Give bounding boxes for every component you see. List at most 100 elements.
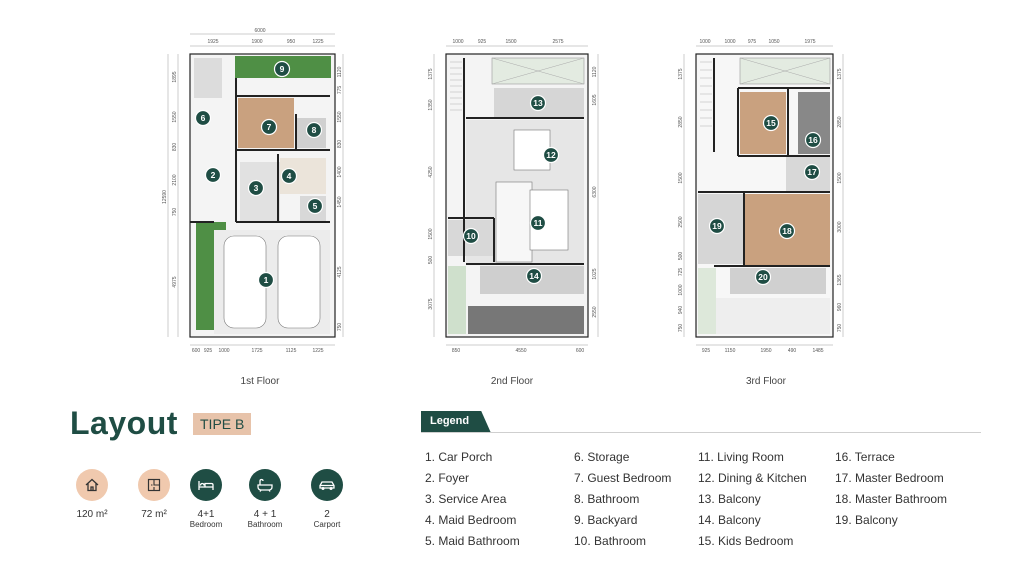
svg-text:1125: 1125	[286, 348, 297, 354]
legend-column-3: 11. Living Room 12. Dining & Kitchen 13.…	[698, 450, 807, 555]
legend-item: 8. Bathroom	[574, 492, 640, 506]
dim-top-total: 6000	[254, 28, 265, 34]
svg-text:750: 750	[172, 208, 178, 217]
svg-text:4550: 4550	[515, 348, 526, 354]
legend-column-4: 16. Terrace 17. Master Bedroom 18. Maste…	[835, 450, 947, 534]
room-marker-14: 14	[525, 267, 543, 285]
svg-text:6300: 6300	[592, 186, 598, 197]
svg-text:1975: 1975	[804, 39, 815, 45]
legend-title: Legend	[421, 411, 491, 433]
svg-text:14: 14	[529, 271, 539, 281]
svg-text:1500: 1500	[428, 228, 434, 239]
room-marker-4: 4	[280, 167, 298, 185]
legend-item: 10. Bathroom	[574, 534, 647, 548]
svg-text:1900: 1900	[251, 39, 262, 45]
layout-title: Layout	[70, 405, 178, 441]
legend-item: 18. Master Bathroom	[835, 492, 948, 506]
svg-text:1365: 1365	[837, 274, 843, 285]
svg-text:925: 925	[478, 39, 487, 45]
svg-text:925: 925	[204, 348, 213, 354]
stat-caption: Carport	[313, 520, 341, 529]
svg-text:1450: 1450	[337, 196, 343, 207]
room-marker-2: 2	[204, 166, 222, 184]
svg-text:1605: 1605	[592, 94, 598, 105]
svg-text:2850: 2850	[837, 116, 843, 127]
svg-text:830: 830	[337, 140, 343, 149]
floor-plan-1: 6000 1925 1900 950 1225 600 925 1000 172…	[160, 22, 360, 362]
room-marker-13: 13	[529, 94, 547, 112]
svg-text:1400: 1400	[337, 166, 343, 177]
svg-text:1895: 1895	[172, 71, 178, 82]
svg-text:1500: 1500	[505, 39, 516, 45]
svg-text:1: 1	[264, 275, 269, 285]
floor-label-2nd: 2nd Floor	[490, 376, 534, 387]
stat-value: 72 m²	[141, 509, 167, 520]
legend-item: 2. Foyer	[425, 471, 470, 485]
stat-caption: Bathroom	[247, 520, 283, 529]
stat-land-area: 120 m²	[62, 469, 122, 520]
svg-text:9: 9	[280, 64, 285, 74]
svg-text:4975: 4975	[172, 276, 178, 287]
bathtub-icon	[249, 469, 281, 501]
stat-value: 4 + 1	[253, 509, 277, 520]
svg-text:1000: 1000	[699, 39, 710, 45]
svg-text:1485: 1485	[812, 348, 823, 354]
svg-text:7: 7	[267, 122, 272, 132]
room-marker-6: 6	[194, 109, 212, 127]
svg-text:1375: 1375	[837, 68, 843, 79]
room-marker-15: 15	[762, 114, 780, 132]
floor-label-3rd: 3rd Floor	[745, 376, 786, 387]
room-marker-7: 7	[260, 118, 278, 136]
svg-text:725: 725	[678, 268, 684, 277]
svg-text:1000: 1000	[678, 284, 684, 295]
svg-text:10: 10	[466, 231, 476, 241]
stat-carport: 2 Carport	[297, 469, 357, 529]
svg-text:2550: 2550	[592, 306, 598, 317]
room-marker-10: 10	[462, 227, 480, 245]
svg-text:1725: 1725	[251, 348, 262, 354]
svg-text:2575: 2575	[552, 39, 563, 45]
svg-text:6: 6	[201, 113, 206, 123]
svg-text:1120: 1120	[337, 66, 343, 77]
svg-text:1225: 1225	[312, 39, 323, 45]
room-marker-9: 9	[273, 60, 291, 78]
legend-item: 12. Dining & Kitchen	[698, 471, 807, 485]
svg-text:1925: 1925	[207, 39, 218, 45]
svg-text:2500: 2500	[678, 216, 684, 227]
svg-text:500: 500	[678, 252, 684, 261]
svg-text:975: 975	[748, 39, 757, 45]
svg-text:12: 12	[546, 150, 556, 160]
svg-text:960: 960	[837, 303, 843, 312]
legend-item: 16. Terrace	[835, 450, 895, 464]
svg-text:1350: 1350	[428, 99, 434, 110]
legend-item: 7. Guest Bedroom	[574, 471, 672, 485]
svg-text:20: 20	[758, 272, 768, 282]
svg-text:830: 830	[172, 143, 178, 152]
svg-text:1375: 1375	[428, 68, 434, 79]
room-marker-18: 18	[778, 222, 796, 240]
room-marker-8: 8	[305, 121, 323, 139]
svg-text:1120: 1120	[592, 66, 598, 77]
legend-item: 9. Backyard	[574, 513, 638, 527]
svg-text:1150: 1150	[725, 348, 736, 354]
svg-text:1550: 1550	[337, 111, 343, 122]
legend-item: 13. Balcony	[698, 492, 761, 506]
svg-text:2850: 2850	[678, 116, 684, 127]
stat-value: 120 m²	[76, 509, 108, 520]
stat-caption: Bedroom	[189, 520, 223, 529]
svg-text:925: 925	[702, 348, 711, 354]
svg-text:19: 19	[712, 221, 722, 231]
svg-text:1375: 1375	[678, 68, 684, 79]
svg-text:2: 2	[211, 170, 216, 180]
room-marker-12: 12	[542, 146, 560, 164]
svg-text:4250: 4250	[428, 166, 434, 177]
svg-text:5: 5	[313, 201, 318, 211]
svg-text:4: 4	[287, 171, 292, 181]
svg-text:3: 3	[254, 183, 259, 193]
svg-text:13: 13	[533, 98, 543, 108]
svg-text:16: 16	[808, 135, 818, 145]
svg-text:775: 775	[337, 86, 343, 95]
svg-text:1225: 1225	[312, 348, 323, 354]
legend-column-1: 1. Car Porch 2. Foyer 3. Service Area 4.…	[425, 450, 520, 555]
svg-text:18: 18	[782, 226, 792, 236]
